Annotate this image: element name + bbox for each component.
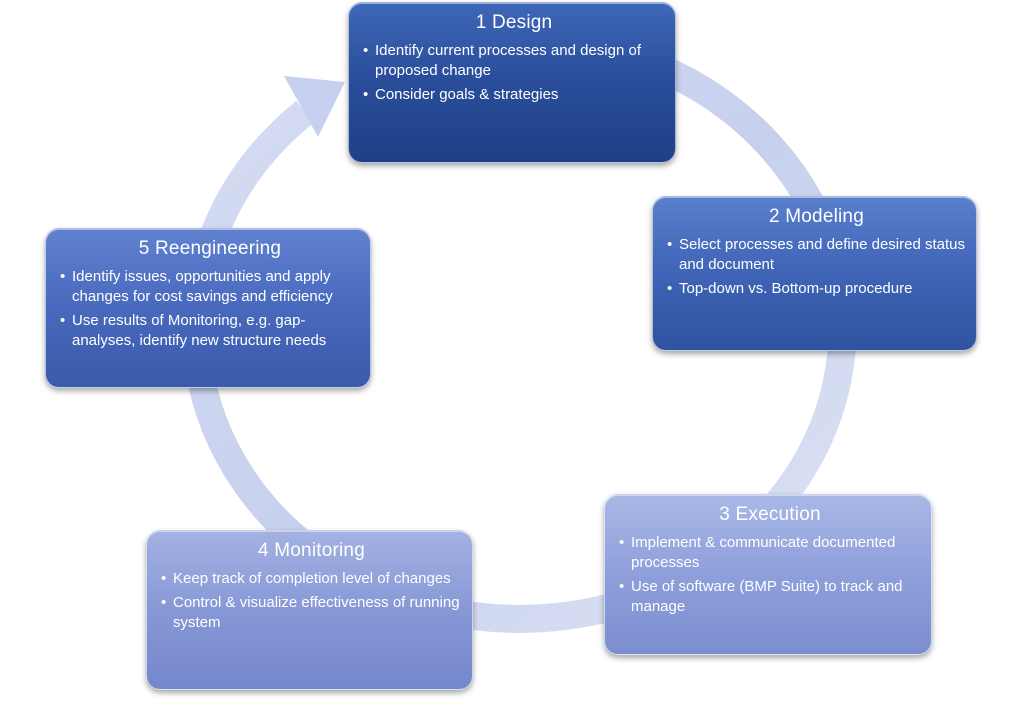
stage-bullets: Identify issues, opportunities and apply… (60, 267, 360, 351)
stage-reengineering: 5 Reengineering Identify issues, opportu… (45, 228, 371, 388)
stage-monitoring: 4 Monitoring Keep track of completion le… (146, 530, 473, 690)
stage-title: 4 Monitoring (258, 540, 365, 561)
stage-design: 1 Design Identify current processes and … (348, 2, 676, 163)
stage-bullet: Consider goals & strategies (363, 85, 665, 105)
stage-title: 3 Execution (719, 504, 821, 525)
stage-bullets: Keep track of completion level of change… (161, 569, 462, 633)
stage-bullet: Use results of Monitoring, e.g. gap-anal… (60, 311, 360, 351)
cycle-arrowhead (284, 76, 345, 137)
stage-title: 5 Reengineering (138, 238, 282, 259)
stage-bullet: Keep track of completion level of change… (161, 569, 462, 589)
stage-bullet: Control & visualize effectiveness of run… (161, 593, 462, 633)
stage-bullets: Implement & communicate documented proce… (619, 533, 921, 617)
stage-bullet: Use of software (BMP Suite) to track and… (619, 577, 921, 617)
stage-title: 2 Modeling (769, 206, 864, 227)
stage-bullet: Top-down vs. Bottom-up procedure (667, 279, 966, 299)
stage-bullet: Implement & communicate documented proce… (619, 533, 921, 573)
stage-bullets: Identify current processes and design of… (363, 41, 665, 105)
stage-bullet: Identify current processes and design of… (363, 41, 665, 81)
stage-modeling: 2 Modeling Select processes and define d… (652, 196, 977, 351)
stage-bullet: Identify issues, opportunities and apply… (60, 267, 360, 307)
stage-bullet: Select processes and define desired stat… (667, 235, 966, 275)
stage-execution: 3 Execution Implement & communicate docu… (604, 494, 932, 655)
stage-title: 1 Design (475, 12, 553, 33)
stage-bullets: Select processes and define desired stat… (667, 235, 966, 299)
